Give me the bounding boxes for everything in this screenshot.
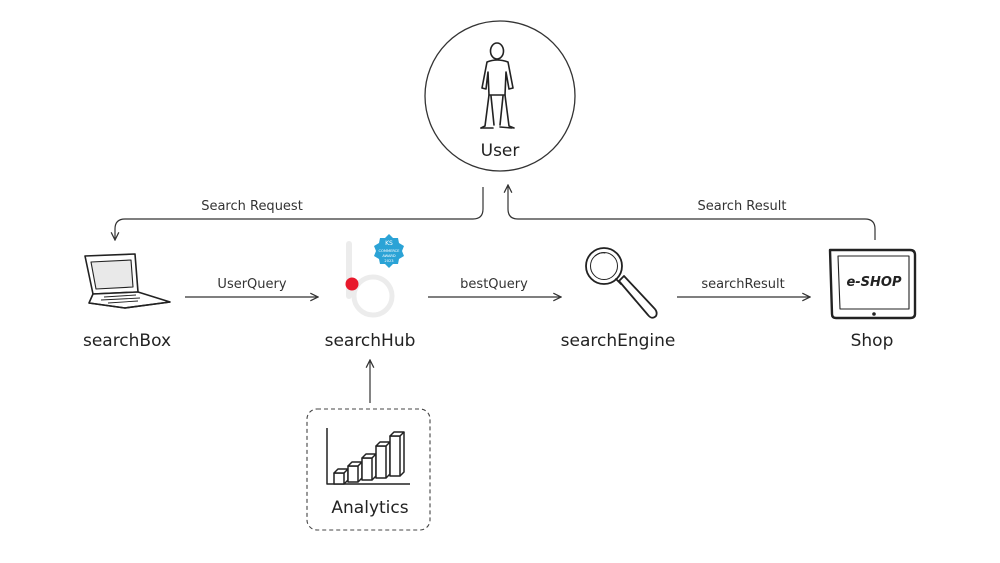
bar-chart-icon bbox=[326, 428, 410, 485]
analytics-node-box bbox=[306, 408, 431, 531]
user-node-circle bbox=[424, 20, 576, 172]
award-badge-icon: KS COMMERCE AWARD 2023 bbox=[374, 234, 404, 268]
searchbox-label: searchBox bbox=[82, 331, 172, 351]
badge-line-3: AWARD bbox=[382, 254, 396, 258]
searchengine-label: searchEngine bbox=[560, 331, 676, 351]
userquery-label: UserQuery bbox=[217, 277, 287, 292]
search-request-connector bbox=[115, 187, 484, 240]
search-result-connector bbox=[508, 185, 876, 240]
tablet-icon: e-SHOP bbox=[828, 248, 917, 320]
connectors bbox=[115, 185, 876, 403]
searchresult-label: searchResult bbox=[701, 277, 785, 292]
bestquery-label: bestQuery bbox=[460, 277, 528, 292]
search-result-label: Search Result bbox=[697, 199, 787, 214]
shop-label: Shop bbox=[850, 331, 894, 351]
searchhub-label: searchHub bbox=[324, 331, 416, 351]
searchhub-red-dot bbox=[345, 277, 359, 291]
search-request-label: Search Request bbox=[201, 199, 303, 214]
magnifier-icon bbox=[585, 247, 658, 319]
person-icon bbox=[480, 42, 515, 129]
shop-screen-text: e-SHOP bbox=[846, 275, 902, 290]
analytics-label: Analytics bbox=[331, 498, 409, 518]
searchhub-logo-icon bbox=[345, 241, 395, 318]
badge-line-4: 2023 bbox=[384, 259, 393, 263]
laptop-icon bbox=[84, 253, 171, 309]
user-label: User bbox=[480, 141, 520, 161]
badge-line-1: KS bbox=[385, 240, 393, 247]
badge-line-2: COMMERCE bbox=[379, 249, 401, 253]
